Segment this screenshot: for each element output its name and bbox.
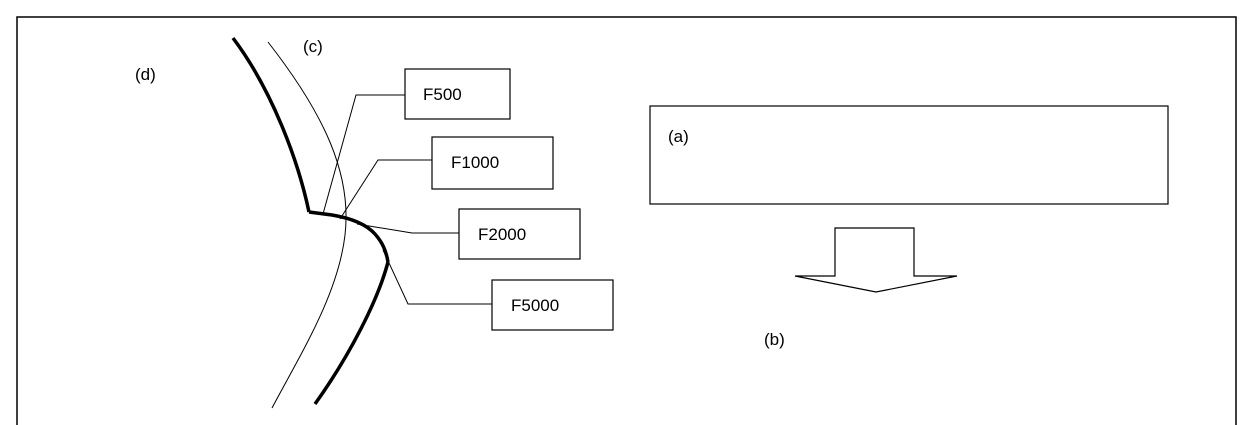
label-d: (d) — [135, 65, 156, 84]
feed-box-f2000: F2000 — [458, 208, 581, 260]
leader-line-f5000 — [382, 249, 492, 305]
feed-box-f1000: F1000 — [431, 136, 554, 190]
reference-arc — [267, 41, 347, 409]
down-arrow — [794, 227, 958, 293]
feed-box-f5000: F5000 — [491, 279, 614, 331]
panel-a-box — [649, 105, 1169, 205]
leader-line-f1000 — [339, 159, 432, 220]
label-c: (c) — [303, 37, 323, 56]
leader-line-f2000 — [356, 223, 459, 234]
feed-box-label: F5000 — [511, 296, 559, 315]
label-b: (b) — [764, 330, 785, 349]
label-a: (a) — [668, 127, 689, 146]
feed-box-f500: F500 — [404, 68, 511, 120]
tool-path-corner — [308, 210, 390, 263]
feed-box-label: F1000 — [451, 153, 499, 172]
feed-box-label: F2000 — [478, 225, 526, 244]
feed-box-label: F500 — [423, 85, 462, 104]
leader-line-f500 — [322, 94, 405, 215]
tool-path-lower — [313, 261, 390, 406]
outer-frame — [16, 16, 1237, 425]
tool-path-upper — [231, 36, 311, 213]
